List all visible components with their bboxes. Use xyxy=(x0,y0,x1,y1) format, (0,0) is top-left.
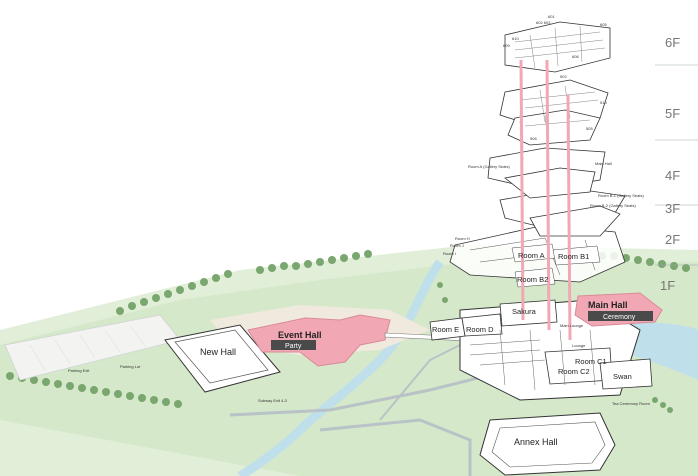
room-h-label: Room H xyxy=(455,236,470,241)
room-b1-gallery-label: Room B-1 (Gallery Seats) xyxy=(598,193,644,198)
svg-text:601: 601 xyxy=(548,14,555,19)
svg-text:610: 610 xyxy=(512,36,519,41)
svg-text:506: 506 xyxy=(530,136,537,141)
floor-label-4f: 4F xyxy=(665,168,680,183)
road-2 xyxy=(319,418,472,476)
svg-text:505: 505 xyxy=(586,126,593,131)
new-hall-label: New Hall xyxy=(200,347,236,357)
event-hall-label: Event Hall xyxy=(278,330,322,340)
parking-exit-label: Parking Exit xyxy=(68,368,90,373)
floor-3f-plan-b xyxy=(529,205,621,237)
river xyxy=(237,259,444,476)
room-d-block[interactable] xyxy=(461,313,503,337)
party-tag-bg xyxy=(271,340,316,350)
road xyxy=(229,373,491,417)
room-b1-area[interactable] xyxy=(552,245,601,266)
floor-guides xyxy=(655,64,698,266)
room-b2-area[interactable] xyxy=(514,267,556,288)
room-b2-label: Room B2 xyxy=(517,275,548,284)
elevator-shafts xyxy=(519,59,572,341)
party-tag-label: Party xyxy=(285,343,302,350)
room-i-label: Room I xyxy=(443,251,456,256)
new-hall-inner xyxy=(174,329,269,384)
ceremony-tag-bg xyxy=(588,311,653,321)
main-lounge-label: Main Lounge xyxy=(560,323,584,328)
subway-exit-label: Subway Exit 4-3 xyxy=(258,398,288,403)
main-hall-3f-label: Main Hall xyxy=(595,161,612,166)
svg-text:605: 605 xyxy=(600,22,607,27)
floor-label-5f: 5F xyxy=(665,106,680,121)
floor-label-3f: 3F xyxy=(665,201,680,216)
elevator-shafts-dotted xyxy=(519,114,524,161)
svg-text:609: 609 xyxy=(503,43,510,48)
room-c1-label: Room C1 xyxy=(575,357,607,366)
room-e-label: Room E xyxy=(432,325,459,334)
new-hall-building xyxy=(164,324,281,393)
room-d-label: Room D xyxy=(466,325,494,334)
room-c2-label: Room C2 xyxy=(558,367,590,376)
room-b2-gallery-label: Room B-2 (Gallery Seats) xyxy=(590,203,636,208)
event-hall-building[interactable] xyxy=(247,314,391,367)
annex-hall-building[interactable] xyxy=(479,412,616,476)
lounge-label: Lounge xyxy=(572,343,586,348)
svg-text:510: 510 xyxy=(600,100,607,105)
floor-label-6f: 6F xyxy=(665,35,680,50)
sakura-block[interactable] xyxy=(499,299,558,327)
svg-text:602 603: 602 603 xyxy=(536,20,551,25)
floor-5f-plan-b xyxy=(507,109,601,146)
tea-ceremony-label: Tea Ceremony Room xyxy=(612,401,650,406)
room-a-label: Room A xyxy=(518,251,545,260)
annex-hall-inner xyxy=(491,421,606,468)
road-3 xyxy=(379,339,471,421)
floor-label-1f: 1F xyxy=(660,278,675,293)
floor-6f-plan xyxy=(504,21,611,73)
sakura-label: Sakura xyxy=(512,307,537,316)
floor-4f-plan-b xyxy=(504,167,596,199)
svg-text:606: 606 xyxy=(572,54,579,59)
floor-label-2f: 2F xyxy=(665,232,680,247)
swan-block[interactable] xyxy=(599,358,653,390)
room-a-gallery-label: Room A (Gallery Seats) xyxy=(468,164,510,169)
room-j-label: Room J xyxy=(450,243,464,248)
annex-hall-label: Annex Hall xyxy=(514,437,558,447)
room-b1-label: Room B1 xyxy=(558,252,589,261)
svg-text:502: 502 xyxy=(560,74,567,79)
parking-lot-label: Parking Lot xyxy=(120,364,141,369)
swan-label: Swan xyxy=(613,372,632,381)
ceremony-tag-label: Ceremony xyxy=(603,314,636,321)
main-hall-label: Main Hall xyxy=(588,300,628,310)
